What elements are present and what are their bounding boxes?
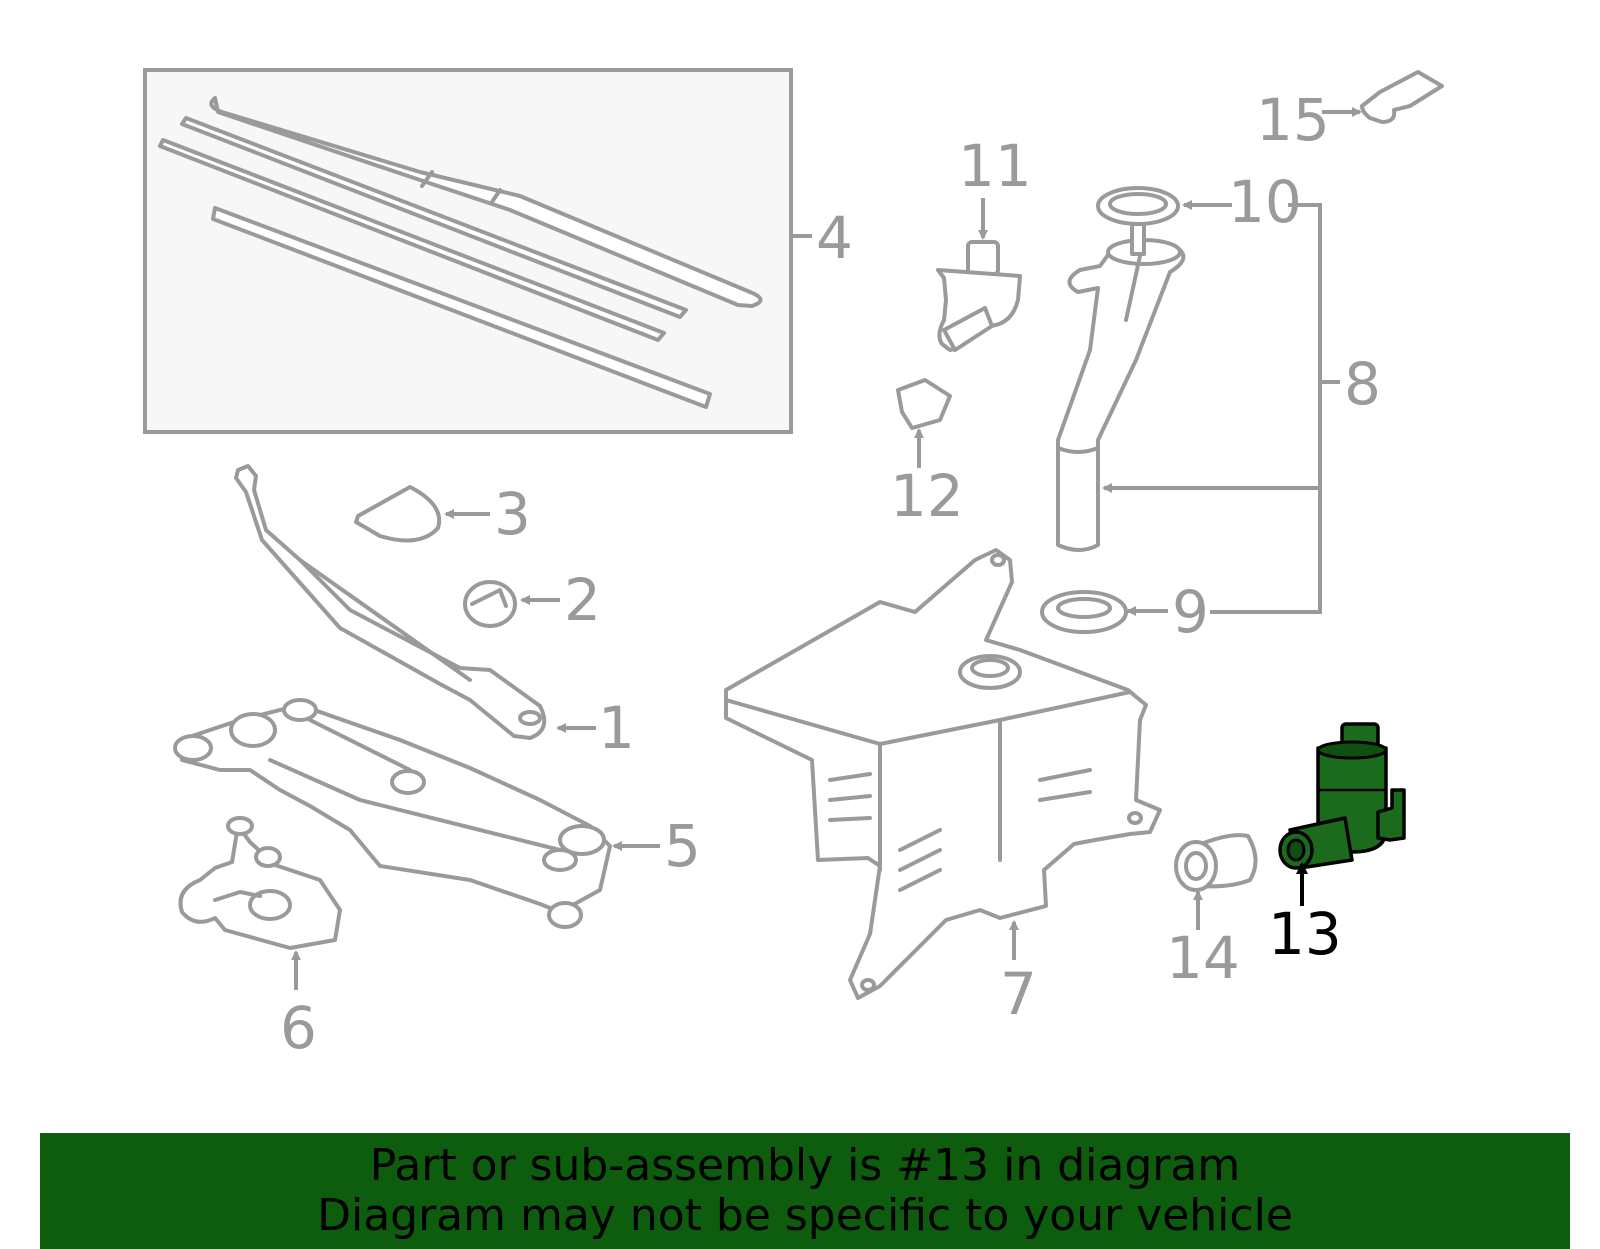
part-12-hex-grommet[interactable]: [896, 378, 952, 468]
part-1-wiper-arm[interactable]: [234, 464, 547, 740]
part-8-filler-neck[interactable]: [1056, 203, 1340, 614]
part-9-grommet[interactable]: [1040, 590, 1168, 634]
part-7-washer-tank[interactable]: [724, 548, 1162, 1000]
banner-line-1: Part or sub-assembly is #13 in diagram: [369, 1140, 1241, 1191]
callout-13: 13: [1268, 900, 1342, 968]
banner-line-2: Diagram may not be specific to your vehi…: [317, 1190, 1293, 1241]
info-banner: Part or sub-assembly is #13 in diagram D…: [40, 1133, 1570, 1249]
callout-4: 4: [816, 204, 853, 272]
callout-1: 1: [598, 694, 635, 762]
callout-12: 12: [890, 462, 964, 530]
callout-11: 11: [958, 132, 1032, 200]
part-14-pump-grommet[interactable]: [1174, 833, 1258, 930]
callout-5: 5: [664, 812, 701, 880]
part-10-filler-cap[interactable]: [1096, 186, 1232, 226]
part-4-wiper-blade[interactable]: [143, 68, 812, 434]
part-5-wiper-linkage[interactable]: [173, 698, 660, 929]
callout-8: 8: [1344, 350, 1381, 418]
callout-6: 6: [280, 994, 317, 1062]
callout-10: 10: [1228, 168, 1302, 236]
callout-7: 7: [1000, 960, 1037, 1028]
part-6-wiper-motor[interactable]: [178, 816, 342, 990]
callout-2: 2: [564, 566, 601, 634]
part-11-washer-nozzle[interactable]: [936, 198, 1022, 352]
callout-15: 15: [1256, 86, 1330, 154]
callout-14: 14: [1166, 924, 1240, 992]
callout-3: 3: [494, 480, 531, 548]
part-15-clip[interactable]: [1322, 70, 1444, 124]
part-13-washer-pump[interactable]: [1278, 722, 1406, 906]
callout-9: 9: [1172, 578, 1209, 646]
part-3-cap[interactable]: [354, 485, 442, 543]
part-2-nut-cover[interactable]: [463, 580, 517, 628]
